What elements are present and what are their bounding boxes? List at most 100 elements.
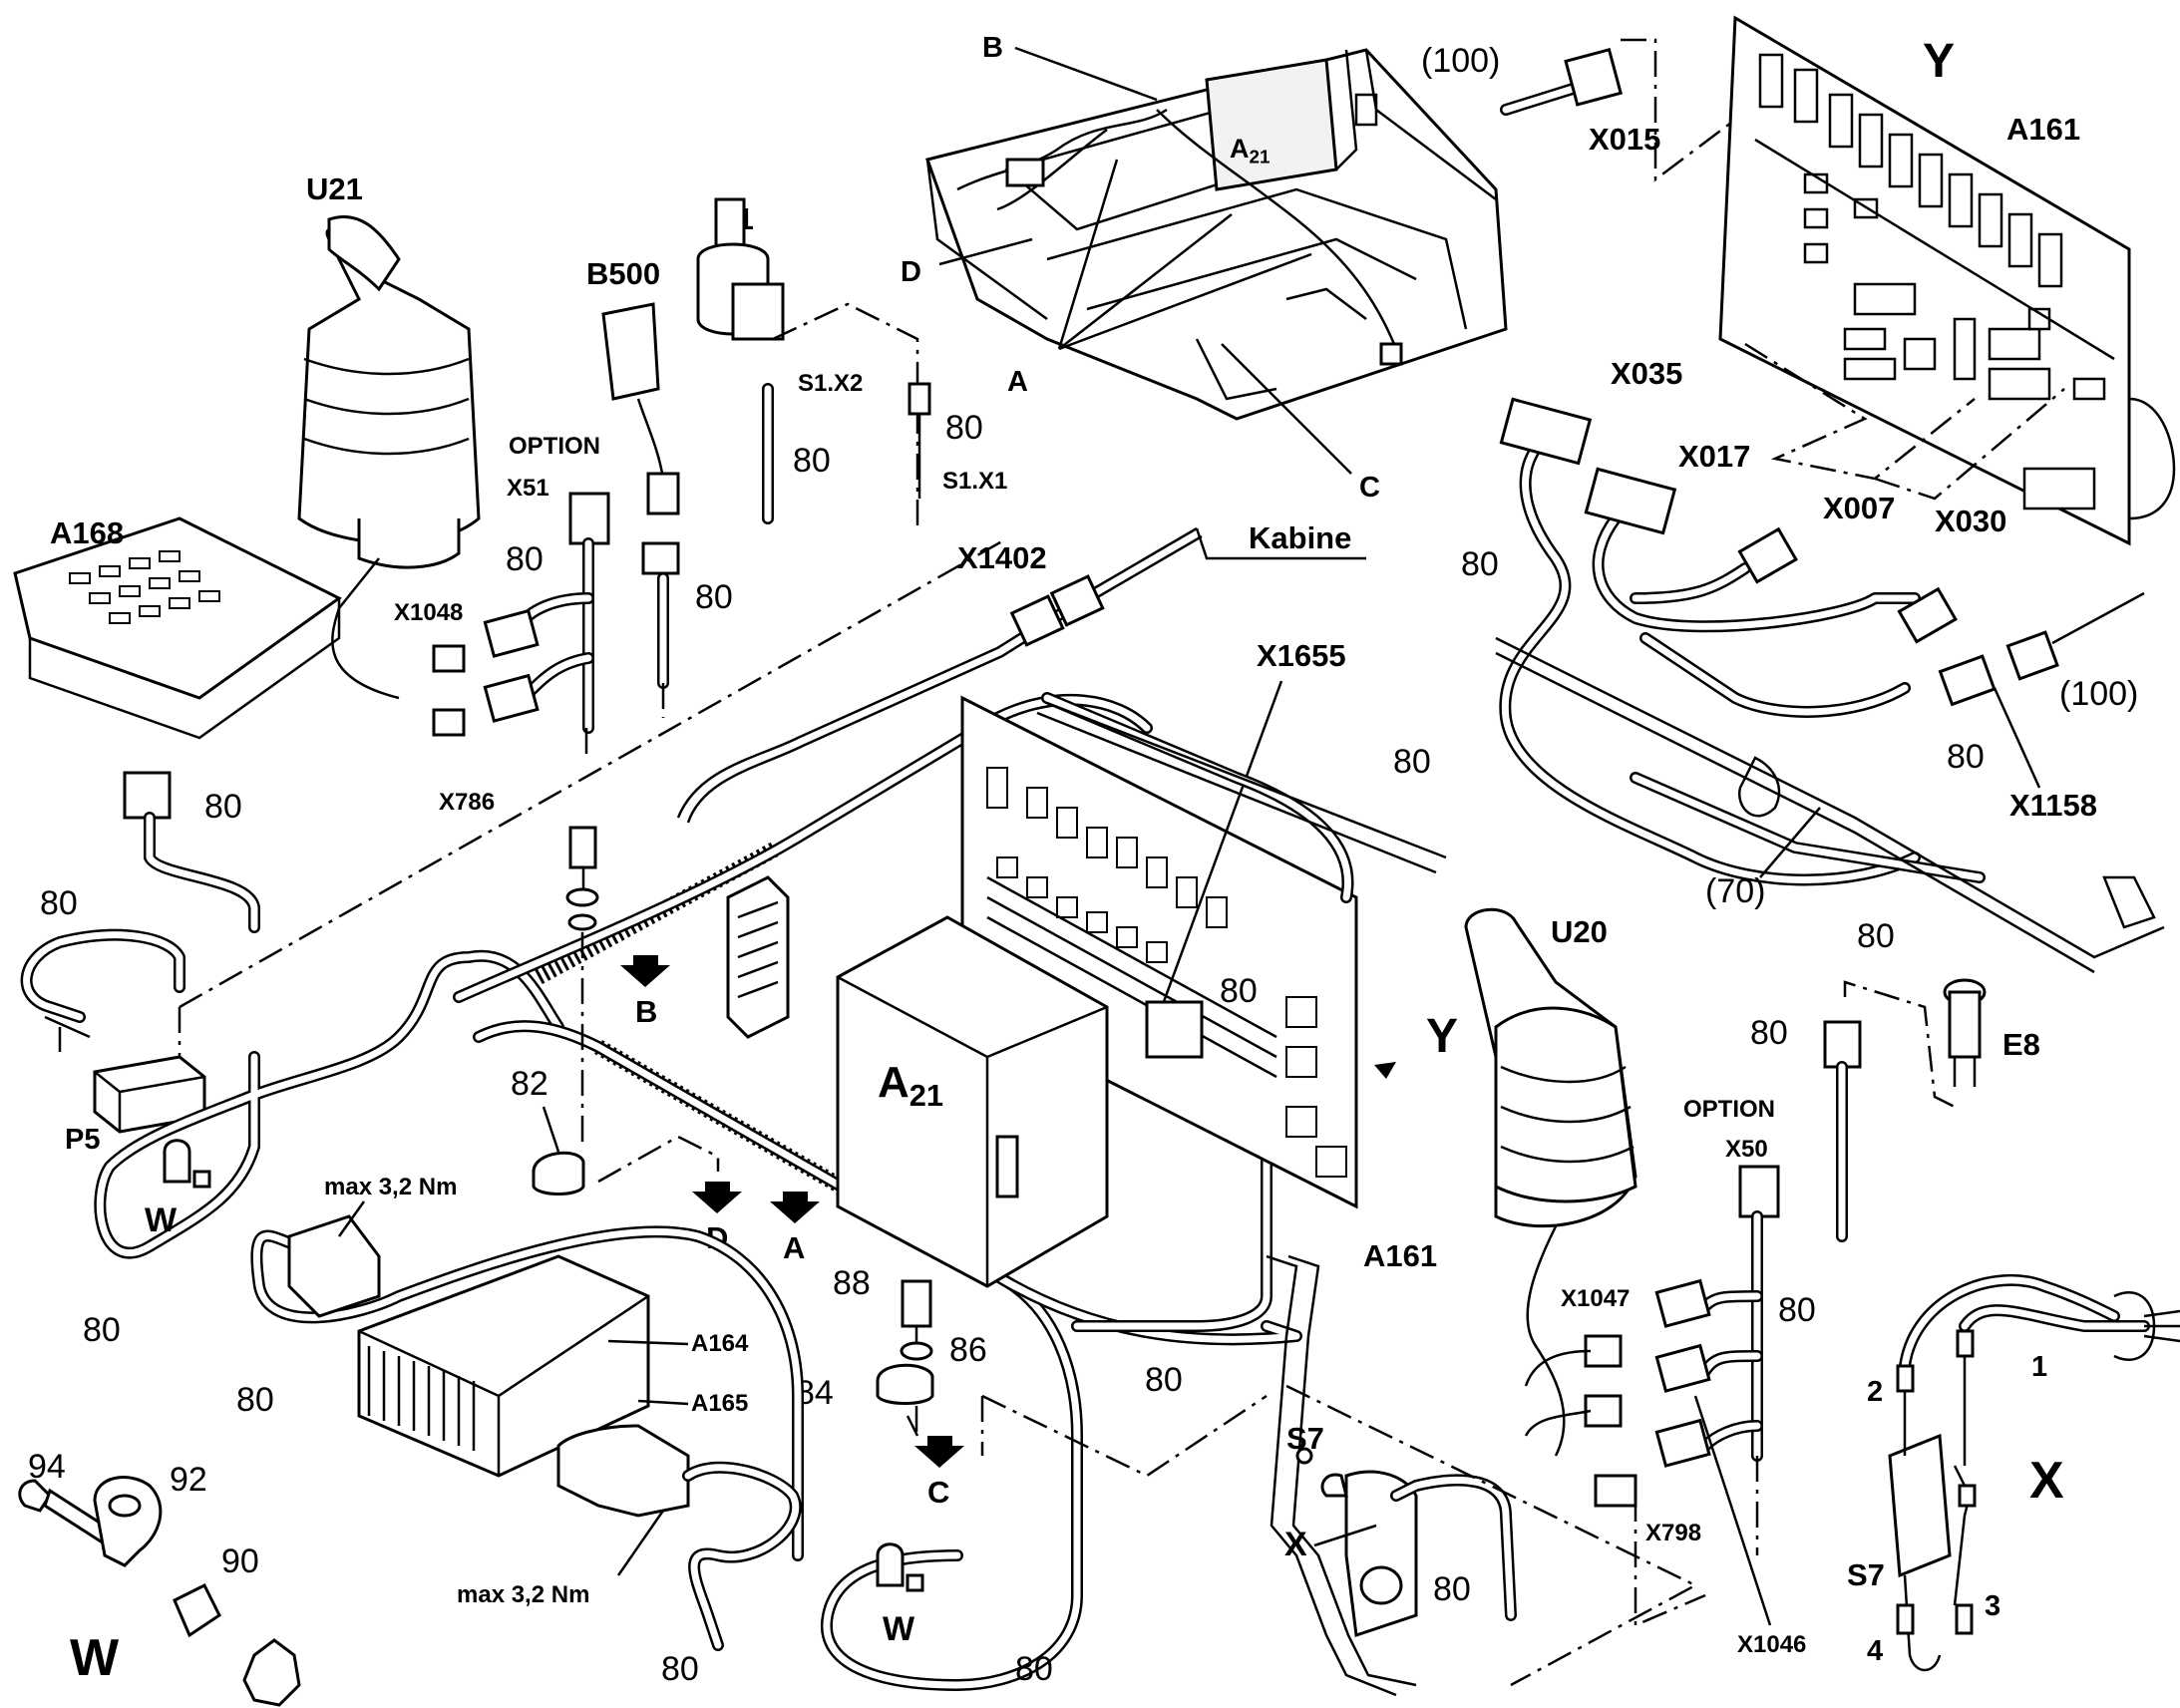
callout-80: 80 <box>83 1311 121 1349</box>
leader-X1655 <box>1160 680 1283 1008</box>
leader-A <box>1057 159 1312 351</box>
arrow-B <box>620 955 670 987</box>
connector-X007 <box>1737 526 1798 584</box>
callout-80: 80 <box>793 442 831 480</box>
leader-A164 <box>607 1339 689 1346</box>
connector-X030 <box>1897 586 1958 644</box>
a168-cable <box>123 771 260 933</box>
label-U21: U21 <box>306 171 363 206</box>
label-X1402: X1402 <box>957 540 1047 575</box>
callout-80: 80 <box>1750 1014 1788 1052</box>
s7-detail-X <box>1888 1273 2180 1672</box>
label-X1048: X1048 <box>394 599 463 626</box>
cab-module-assembly <box>925 48 1508 421</box>
label-A-top: A <box>1007 366 1028 398</box>
dash-x50 <box>1634 1456 1759 1627</box>
connector-s1x1 <box>908 382 931 416</box>
leader-maxNm-top <box>337 1200 366 1237</box>
label-70: (70) <box>1705 872 1765 910</box>
connector-X1158-a <box>1938 654 1997 707</box>
connector-X1655 <box>1145 1000 1204 1059</box>
label-S1X2: S1.X2 <box>798 370 863 397</box>
callout-80: 80 <box>661 1650 699 1688</box>
label-W-center: W <box>883 1610 915 1648</box>
label-A161-top: A161 <box>2006 112 2080 147</box>
b500-sensor <box>601 302 680 689</box>
label-X035: X035 <box>1611 356 1682 391</box>
leader-maxNm-bottom <box>616 1510 665 1576</box>
main-harness-left-loop <box>94 949 564 1259</box>
leader-B <box>1014 46 1158 102</box>
arrow-C <box>914 1436 964 1468</box>
callout-80: 80 <box>1778 1291 1816 1329</box>
label-pin4: 4 <box>1867 1635 1883 1667</box>
label-P5: P5 <box>65 1124 100 1156</box>
label-X017: X017 <box>1678 439 1750 474</box>
p5-branch-cable <box>20 928 185 1052</box>
label-W-big: W <box>70 1629 120 1687</box>
callout-80: 80 <box>1220 972 1258 1010</box>
leader-D <box>938 237 1033 266</box>
leader-X1046 <box>1693 1395 1772 1626</box>
label-X030: X030 <box>1935 504 2006 538</box>
leader-82 <box>542 1106 560 1153</box>
bracket-right <box>2102 875 2156 929</box>
label-100-right: (100) <box>2059 675 2138 713</box>
dash-e8 <box>1843 980 1956 1109</box>
bolt-assembly-84-88 <box>876 1279 934 1436</box>
dash-D <box>597 1135 720 1184</box>
e8-lamp <box>1943 978 1987 1087</box>
x1655-pigtail <box>1823 1020 1862 1242</box>
label-pin3: 3 <box>1985 1590 2000 1622</box>
label-pin2: 2 <box>1867 1376 1883 1408</box>
label-A21-mid: A21 <box>878 1058 943 1113</box>
label-X50: X50 <box>1725 1136 1768 1163</box>
label-Y-top: Y <box>1923 35 1955 88</box>
dash-C <box>906 1394 1268 1478</box>
label-A168: A168 <box>50 515 124 550</box>
connector-X1158-b <box>2005 630 2059 681</box>
u20-joystick <box>1464 907 1637 1457</box>
callout-80: 80 <box>40 884 78 922</box>
main-harness-center <box>453 693 1302 1691</box>
label-OPTION-2: OPTION <box>1683 1096 1775 1123</box>
a164-a165-module <box>357 1254 690 1518</box>
label-X51: X51 <box>507 475 549 502</box>
leader-kabine <box>1195 527 1366 560</box>
kabine-cable <box>676 526 1203 824</box>
u21-joystick <box>297 214 481 700</box>
dash-y-view <box>1744 342 2065 501</box>
connector-X017 <box>1584 467 1677 535</box>
label-88: 88 <box>833 1264 871 1302</box>
label-Y-mid: Y <box>1426 1010 1458 1063</box>
label-X798: X798 <box>1645 1520 1701 1546</box>
label-B500: B500 <box>586 256 660 291</box>
label-pin1: 1 <box>2031 1351 2047 1383</box>
callout-80: 80 <box>695 578 733 616</box>
leader-X-mid <box>1313 1524 1377 1547</box>
label-X-right: X <box>2029 1452 2064 1510</box>
right-upper-harness <box>1499 443 1986 886</box>
label-maxNm-top: max 3,2 Nm <box>324 1174 457 1200</box>
connector-100-top <box>1500 47 1624 116</box>
callout-80: 80 <box>236 1381 274 1419</box>
clip-W-left <box>163 1139 211 1189</box>
dash-s7 <box>1285 1384 1698 1687</box>
a161-circuit-board-top <box>1718 15 2176 546</box>
label-A161-mid: A161 <box>1363 1238 1437 1273</box>
cable-callouts-80: 80 80 80 80 80 80 80 80 80 80 80 80 80 8… <box>40 409 1985 1688</box>
leader-70 <box>1759 807 1821 878</box>
callout-80: 80 <box>506 540 544 578</box>
label-S7-mid: S7 <box>1286 1421 1324 1456</box>
arrow-Y-mid <box>1374 1062 1396 1079</box>
callout-80: 80 <box>1145 1361 1183 1399</box>
label-U20: U20 <box>1551 914 1608 949</box>
leader-C <box>1221 343 1352 475</box>
callout-80: 80 <box>1947 738 1985 776</box>
a164-left-cable <box>250 1214 804 1561</box>
label-X1158: X1158 <box>2009 788 2097 823</box>
label-B-top: B <box>982 32 1003 64</box>
x51-connector-harness <box>432 492 610 737</box>
connector-X035 <box>1499 397 1593 466</box>
